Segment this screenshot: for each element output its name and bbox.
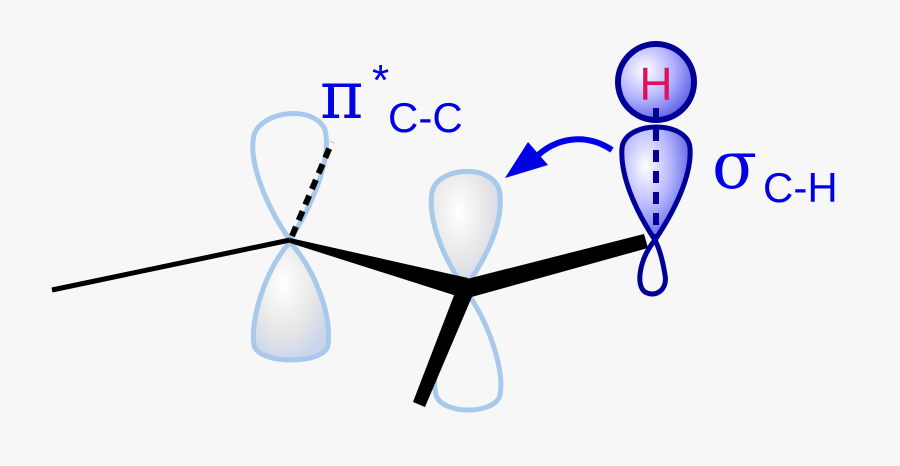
- pi-orbital-bottom-lobe-c1: [250, 238, 332, 363]
- pi-orbital-top-lobe-c1: [250, 111, 329, 245]
- wedge-bond-c1-c2: [290, 238, 468, 298]
- p-orbital-top-lobe-c2: [428, 169, 503, 293]
- bond-c2-c3: [463, 234, 648, 298]
- bond-methyl-c1: [51, 237, 291, 293]
- sigma-orbital-small-lobe: [637, 235, 668, 297]
- arrow-head-icon: [505, 142, 548, 178]
- sigma-subscript: C-H: [763, 164, 838, 211]
- dashed-bond-c1: [289, 140, 335, 238]
- sigma-symbol: σ: [712, 127, 757, 204]
- sigma-orbital-main-lobe: [619, 124, 693, 245]
- pi-symbol: π: [320, 57, 363, 134]
- bond-c2-methyl-down: [413, 285, 474, 407]
- hydrogen-label: H: [639, 58, 672, 110]
- electron-donation-arrow: [532, 136, 614, 161]
- pi-subscript: C-C: [388, 94, 463, 141]
- pi-star: *: [372, 56, 389, 105]
